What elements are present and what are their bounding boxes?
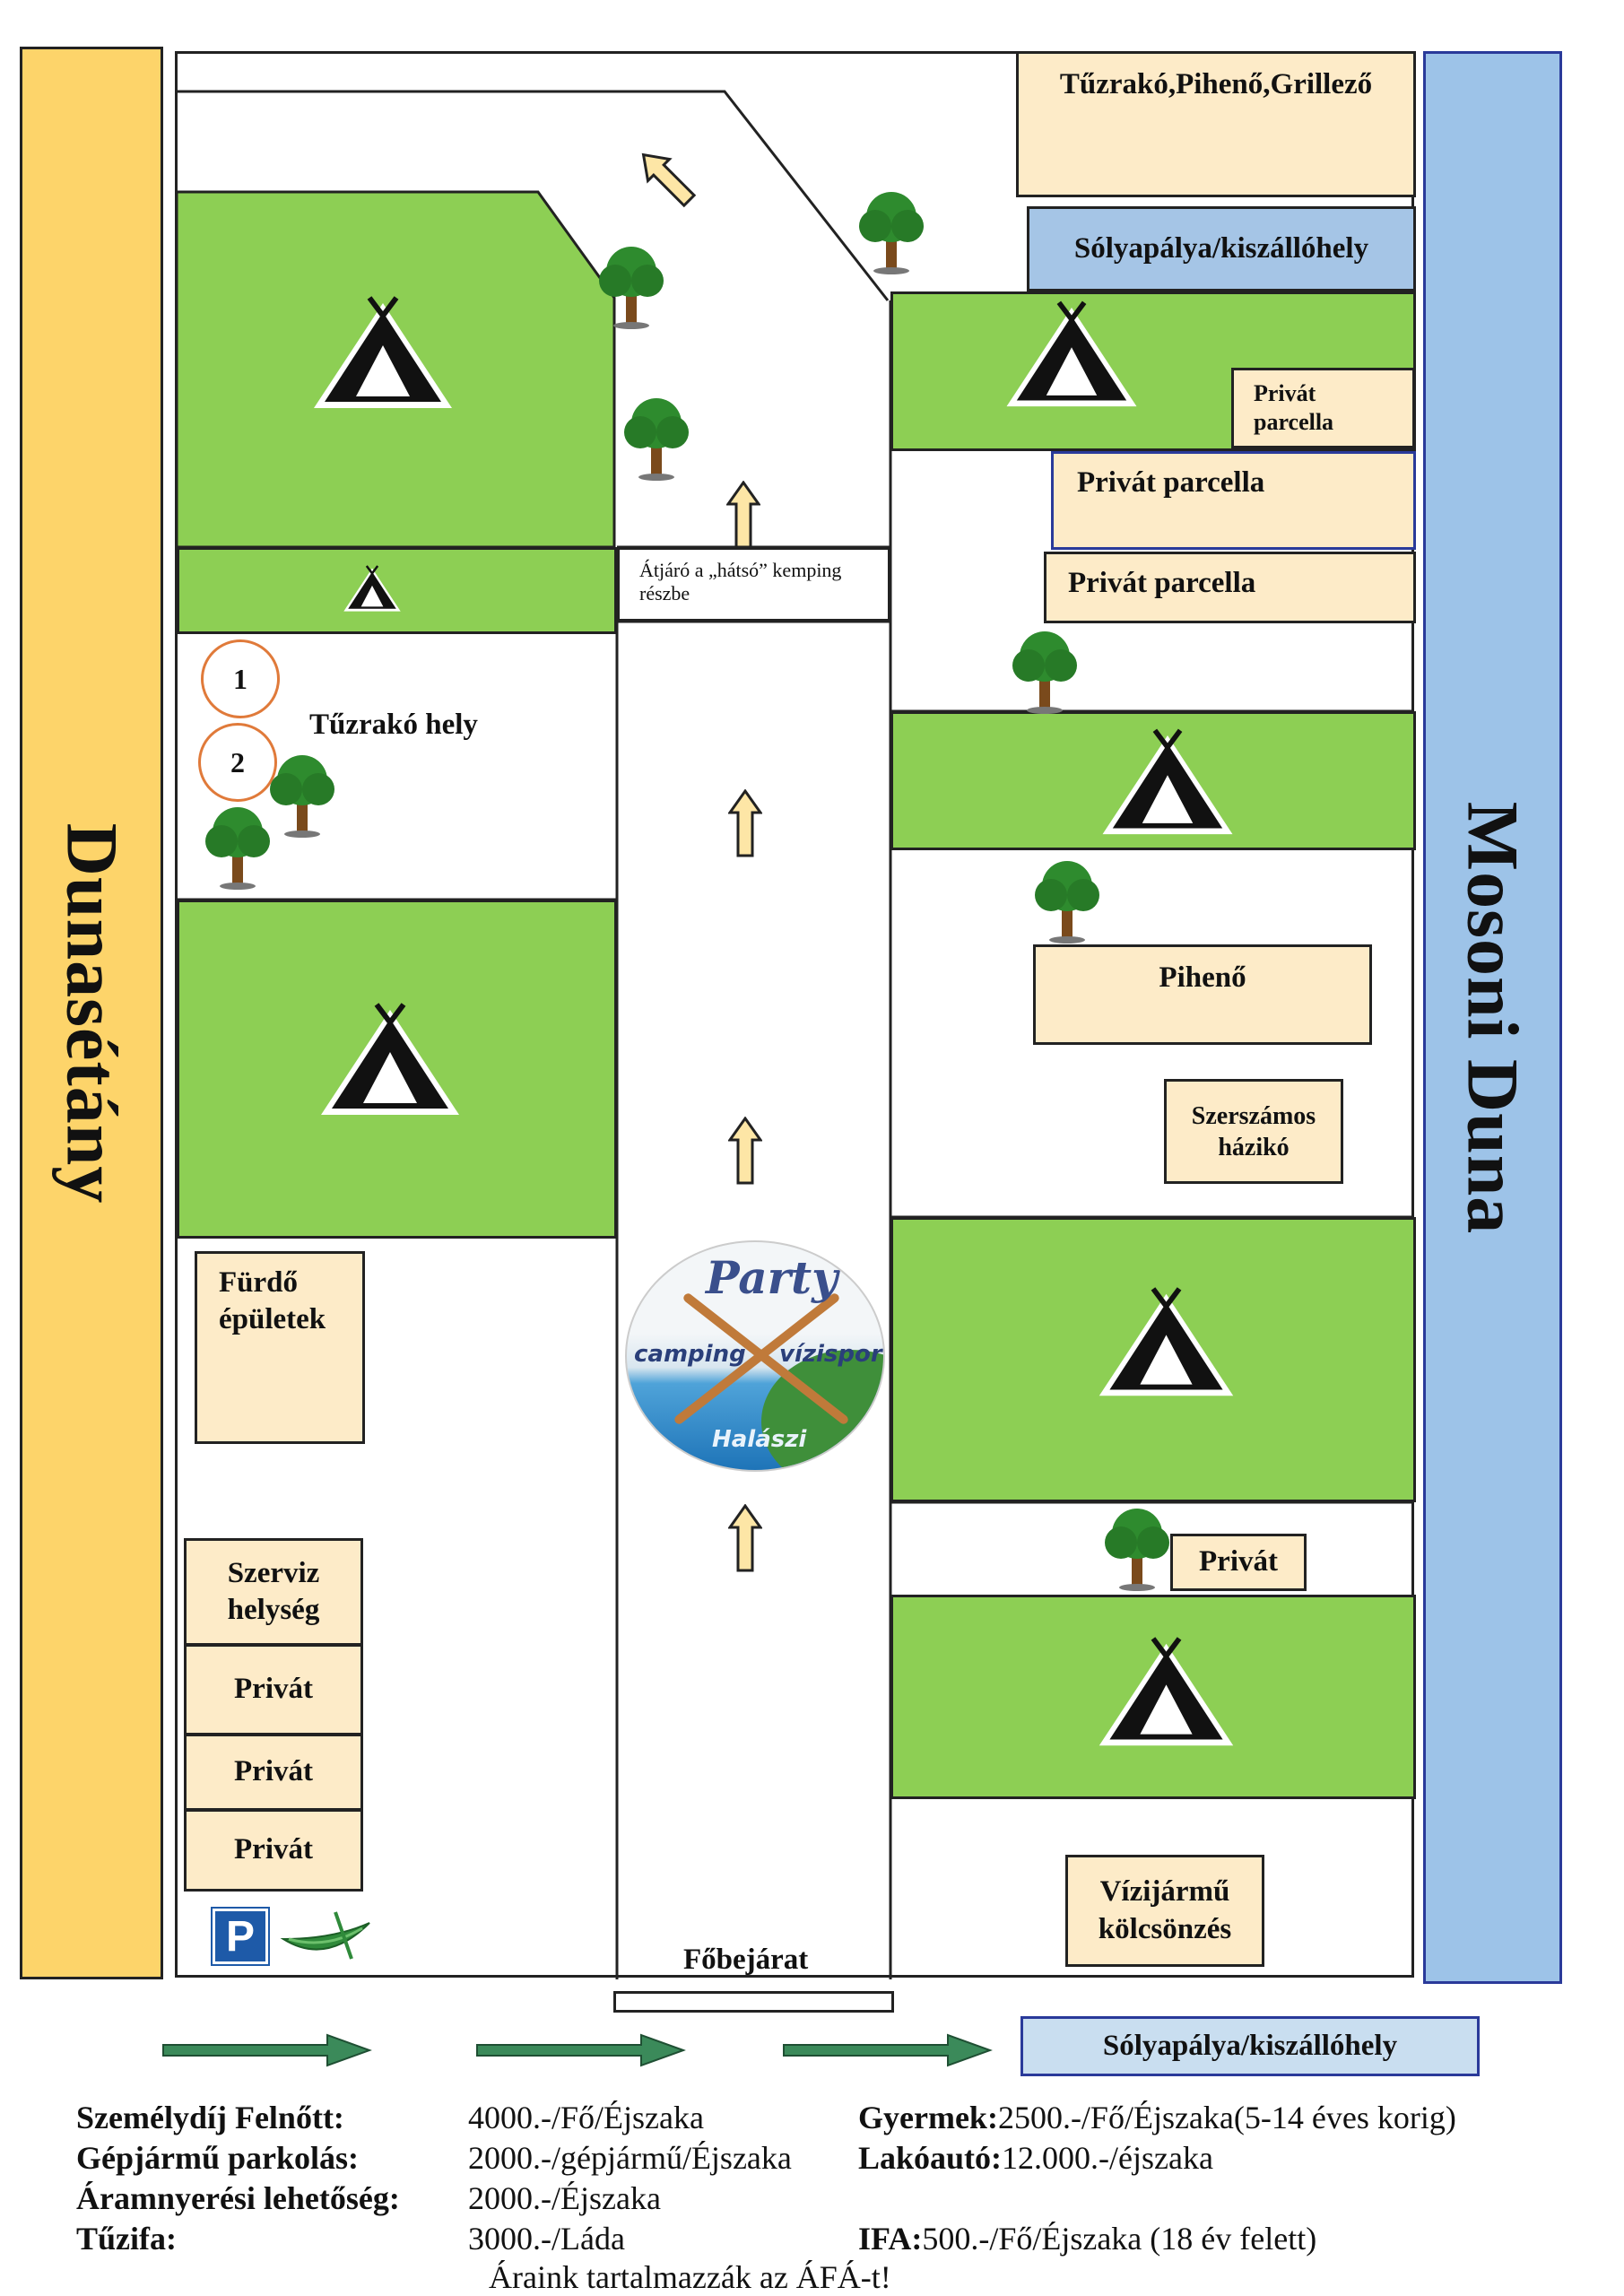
private-parcel-small: Privát parcella [1231, 368, 1415, 448]
private-parcel-1-label: Privát parcella [1077, 466, 1265, 499]
fire-rest-grill-label: Tűzrakó,Pihenő,Grillező [1059, 68, 1373, 100]
direction-arrow-up [728, 1117, 762, 1185]
camper-price-value: 12.000.-/éjszaka [1002, 2140, 1213, 2176]
direction-arrow-up [726, 481, 760, 549]
private-left-2: Privát [184, 1734, 363, 1811]
direction-arrow-up [728, 789, 762, 857]
adult-price-value: 4000.-/Fő/Éjszaka [468, 2100, 704, 2135]
vat-note: Áraink tartalmazzák az ÁFÁ-t! [489, 2259, 891, 2295]
tree-icon [1012, 631, 1077, 714]
fire-place-2: 2 [198, 723, 277, 802]
ifa-price-value: 500.-/Fő/Éjszaka (18 év felett) [922, 2221, 1317, 2257]
private-right-label: Privát [1199, 1545, 1278, 1578]
fire-rest-grill-box: Tűzrakó,Pihenő,Grillező [1016, 51, 1416, 197]
power-price-label: Áramnyerési lehetőség: [76, 2180, 400, 2216]
parking-icon: P [211, 1907, 270, 1966]
private-parcel-1: Privát parcella [1051, 451, 1416, 550]
adult-price-label: Személydíj Felnőtt: [76, 2100, 344, 2135]
private-left-2-label: Privát [234, 1755, 313, 1788]
tool-shed-label: Szerszámos házikó [1191, 1101, 1316, 1161]
tent-icon [1099, 1637, 1234, 1746]
private-parcel-2-label: Privát parcella [1068, 567, 1256, 599]
tent-icon [314, 296, 452, 408]
private-left-3: Privát [184, 1809, 363, 1892]
tree-icon [1035, 861, 1099, 944]
child-price: Gyermek:2500.-/Fő/Éjszaka(5-14 éves kori… [858, 2099, 1456, 2136]
service-room-box: Szerviz helység [184, 1538, 363, 1646]
tent-icon [1006, 300, 1137, 407]
main-entrance-gate [613, 1991, 894, 2013]
parking-price-label: Gépjármű parkolás: [76, 2140, 359, 2176]
tree-icon [624, 398, 689, 481]
fire-place-label: Tűzrakó hely [309, 709, 478, 741]
slipway-top-label: Sólyapálya/kiszállóhely [1073, 232, 1369, 265]
wood-price-value: 3000.-/Láda [468, 2221, 625, 2257]
logo-top-text: Party [706, 1251, 838, 1304]
ifa-price: IFA:500.-/Fő/Éjszaka (18 év felett) [858, 2220, 1316, 2257]
private-left-3-label: Privát [234, 1833, 313, 1866]
boat-rental-box: Vízijármű kölcsönzés [1065, 1855, 1264, 1967]
left-bar-dunasetany: Dunasétány [20, 47, 163, 1979]
map-frame [175, 51, 1414, 1978]
service-room-label: Szerviz helység [227, 1556, 320, 1626]
slipway-bottom-box: Sólyapálya/kiszállóhely [1020, 2016, 1480, 2076]
logo-left-text: camping [634, 1341, 746, 1368]
wood-price-label: Tűzifa: [76, 2221, 177, 2257]
fire-place-1-number: 1 [233, 662, 248, 695]
rest-label: Pihenő [1159, 961, 1246, 994]
direction-arrow-up-left [641, 152, 697, 208]
passage-box: Átjáró a „hátsó” kemping részbe [617, 547, 890, 622]
camping-logo: Party camping vízisport Halászi [625, 1240, 885, 1472]
private-parcel-2: Privát parcella [1044, 552, 1416, 623]
logo-right-text: vízisport [779, 1341, 885, 1368]
tree-icon [859, 192, 924, 274]
slipway-top-box: Sólyapálya/kiszállóhely [1027, 206, 1416, 291]
private-right-box: Privát [1170, 1534, 1307, 1591]
tent-icon [1099, 1287, 1234, 1396]
bath-buildings-label: Fürdő épületek [219, 1266, 326, 1336]
tent-icon [343, 565, 401, 612]
slipway-bottom-label: Sólyapálya/kiszállóhely [1102, 2030, 1398, 2062]
direction-arrow-up [728, 1504, 762, 1572]
tent-icon [321, 1003, 459, 1115]
tent-icon [1102, 728, 1233, 835]
camper-price-label: Lakóautó: [858, 2140, 1003, 2176]
camper-price: Lakóautó:12.000.-/éjszaka [858, 2139, 1213, 2177]
private-parcel-small-label: Privát parcella [1254, 379, 1334, 436]
ifa-price-label: IFA: [858, 2221, 923, 2257]
tool-shed-box: Szerszámos házikó [1164, 1079, 1343, 1184]
child-price-label: Gyermek: [858, 2100, 998, 2135]
direction-arrow-right [783, 2033, 993, 2067]
fire-place-1: 1 [201, 639, 280, 718]
direction-arrow-right [476, 2033, 686, 2067]
right-bar-mosoni-duna: Mosoni Duna [1423, 51, 1562, 1984]
parking-price-value: 2000.-/gépjármű/Éjszaka [468, 2140, 792, 2176]
tree-icon [599, 247, 664, 329]
boat-rental-label: Vízijármű kölcsönzés [1098, 1875, 1232, 1945]
logo-bottom-text: Halászi [712, 1426, 807, 1453]
direction-arrow-right [162, 2033, 372, 2067]
child-price-value: 2500.-/Fő/Éjszaka(5-14 éves korig) [997, 2100, 1456, 2135]
camp-area-strip [177, 547, 617, 634]
private-left-1-label: Privát [234, 1673, 313, 1706]
fire-place-2-number: 2 [230, 745, 245, 778]
power-price-value: 2000.-/Éjszaka [468, 2180, 661, 2216]
private-left-1: Privát [184, 1644, 363, 1735]
passage-label: Átjáró a „hátsó” kemping részbe [639, 559, 842, 605]
main-entrance-label: Főbejárat [683, 1944, 809, 1976]
rest-box: Pihenő [1033, 944, 1372, 1045]
tree-icon [270, 755, 334, 838]
tree-icon [205, 807, 270, 890]
bath-buildings-box: Fürdő épületek [195, 1251, 365, 1444]
canoe-icon [280, 1911, 370, 1960]
tree-icon [1105, 1509, 1169, 1591]
